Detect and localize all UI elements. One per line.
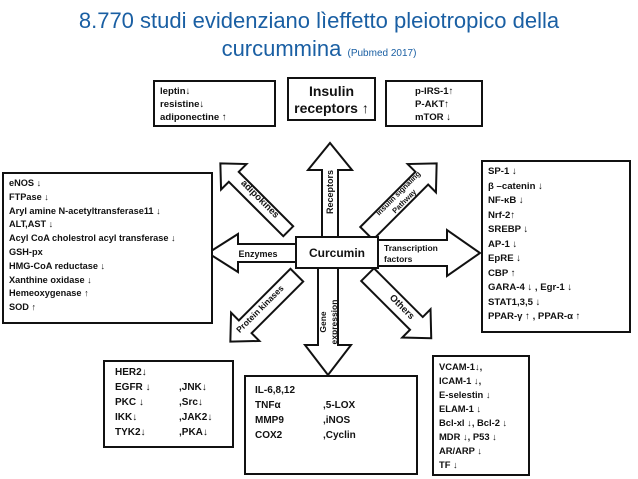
list-item: ALT,AST ↓ xyxy=(9,219,54,230)
table-cell: ,PKA↓ xyxy=(179,427,208,438)
table-cell: IKK↓ xyxy=(115,412,138,423)
list-item: EpRE ↓ xyxy=(488,253,522,264)
list-item: adiponectine ↑ xyxy=(160,112,227,123)
list-item: CBP ↑ xyxy=(488,267,516,279)
table-cell: TNFα xyxy=(255,400,281,411)
receptors-arrow xyxy=(305,141,355,238)
gene-grid: IL-6,8,12 TNFα ,5-LOX MMP9 ,iNOS COX2 ,Cycl… xyxy=(255,383,411,443)
insulin-pathway-box: p-IRS-1↑ P-AKT↑ mTOR ↓ xyxy=(385,80,483,127)
enzymes-label: Enzymes xyxy=(238,249,277,259)
table-cell: ,Src↓ xyxy=(179,397,203,408)
transcription-label-1: Transcription xyxy=(384,243,438,253)
table-cell: ,JAK2↓ xyxy=(179,412,213,423)
list-item: resistine↓ xyxy=(160,99,205,110)
list-item: Acyl CoA cholestrol acyl transferase ↓ xyxy=(9,233,176,244)
title-line-1: 8.770 studi evidenziano lìeffetto pleiot… xyxy=(0,8,638,34)
transcription-label-2: factors xyxy=(384,254,413,264)
table-cell xyxy=(323,383,411,398)
list-item: SREBP ↓ xyxy=(488,224,529,235)
table-cell: ,iNOS xyxy=(323,415,351,426)
table-cell: ,Cyclin xyxy=(323,430,356,441)
list-item: Xanthine oxidase ↓ xyxy=(9,274,92,285)
list-item: PPAR-γ ↑ , PPAR-α ↑ xyxy=(488,311,581,322)
receptors-label: Receptors xyxy=(325,170,335,214)
gene-expression-box: IL-6,8,12 TNFα ,5-LOX MMP9 ,iNOS COX2 ,Cycl… xyxy=(244,375,418,475)
curcumin-label: Curcumin xyxy=(309,246,365,260)
list-item: eNOS ↓ xyxy=(9,178,42,188)
adipokines-box: leptin↓ resistine↓ adiponectine ↑ xyxy=(153,80,276,127)
list-item: FTPase ↓ xyxy=(9,191,49,202)
list-item: Bcl-xl ↓, Bcl-2 ↓ xyxy=(439,417,508,428)
list-item: SP-1 ↓ xyxy=(488,166,517,177)
list-item: HMG-CoA reductase ↓ xyxy=(9,260,106,271)
enzymes-arrow xyxy=(206,232,297,274)
table-cell: MMP9 xyxy=(255,415,284,426)
list-item: leptin↓ xyxy=(160,86,191,97)
others-arrow xyxy=(359,266,433,340)
gene-expression-label-2: expression xyxy=(329,300,339,345)
gene-expression-label-1: Gene xyxy=(318,311,328,333)
table-cell: EGFR ↓ xyxy=(115,382,151,393)
list-item: mTOR ↓ xyxy=(415,112,452,123)
list-item: Insulin xyxy=(308,83,355,99)
list-item: AR/ARP ↓ xyxy=(439,445,483,456)
table-cell: HER2↓ xyxy=(115,367,147,378)
title-source: (Pubmed 2017) xyxy=(347,48,417,59)
list-item: GSH-px xyxy=(9,246,43,257)
protein-kinases-arrow xyxy=(229,267,305,343)
table-cell: PKC ↓ xyxy=(115,397,144,408)
insulin-receptors-box: Insulin receptors ↑ xyxy=(287,77,376,121)
list-item: P-AKT↑ xyxy=(415,99,450,110)
table-cell: TYK2↓ xyxy=(115,427,146,438)
table-cell: ,5-LOX xyxy=(323,400,356,411)
kinases-grid: HER2↓ EGFR ↓,JNK↓ PKC ↓,Src↓ IKK↓,JAK2↓ … xyxy=(115,365,227,440)
curcumin-box xyxy=(295,236,379,269)
list-item: receptors ↑ xyxy=(294,100,369,116)
list-item: STAT1,3,5 ↓ xyxy=(488,296,541,308)
table-cell xyxy=(179,365,227,380)
adipokines-arrow xyxy=(219,162,295,238)
list-item: Nrf-2↑ xyxy=(488,209,516,221)
list-item: GARA-4 ↓ , Egr-1 ↓ xyxy=(488,282,573,293)
list-item: Aryl amine N-acetyltransferase11 ↓ xyxy=(9,205,161,216)
list-item: E-selestin ↓ xyxy=(439,389,491,400)
table-cell: COX2 xyxy=(255,430,283,441)
kinases-box: HER2↓ EGFR ↓,JNK↓ PKC ↓,Src↓ IKK↓,JAK2↓ … xyxy=(103,360,234,448)
list-item: SOD ↑ xyxy=(9,302,37,313)
transcription-box: SP-1 ↓ β –catenin ↓ NF-κB ↓ Nrf-2↑ SREBP… xyxy=(481,160,631,333)
enzymes-box: eNOS ↓ FTPase ↓ Aryl amine N-acetyltrans… xyxy=(2,172,213,324)
list-item: TF ↓ xyxy=(439,459,458,470)
list-item: Hemeoxygenase ↑ xyxy=(9,288,89,299)
list-item: ICAM-1 ↓, xyxy=(439,375,482,386)
title-text-2: curcummina xyxy=(221,36,342,61)
others-box: VCAM-1↓, ICAM-1 ↓, E-selestin ↓ ELAM-1 ↓… xyxy=(432,355,530,476)
title-text-1: 8.770 studi evidenziano lìeffetto pleiot… xyxy=(78,8,560,33)
list-item: MDR ↓, P53 ↓ xyxy=(439,431,497,442)
table-cell: ,JNK↓ xyxy=(179,382,207,393)
protein-kinases-label: Protein kinases xyxy=(234,283,286,335)
table-cell: IL-6,8,12 xyxy=(255,385,296,396)
list-item: ELAM-1 ↓ xyxy=(439,403,482,414)
gene-expression-arrow xyxy=(302,267,354,377)
list-item: β –catenin ↓ xyxy=(488,180,543,192)
transcription-arrow xyxy=(377,228,482,278)
list-item: NF-κB ↓ xyxy=(488,195,524,206)
title-line-2: curcummina (Pubmed 2017) xyxy=(0,36,638,67)
list-item: p-IRS-1↑ xyxy=(415,86,454,97)
insulin-pathway-arrow xyxy=(358,162,438,242)
list-item: AP-1 ↓ xyxy=(488,238,518,250)
list-item: VCAM-1↓, xyxy=(439,361,483,372)
adipokines-label: adipokines xyxy=(238,178,281,221)
